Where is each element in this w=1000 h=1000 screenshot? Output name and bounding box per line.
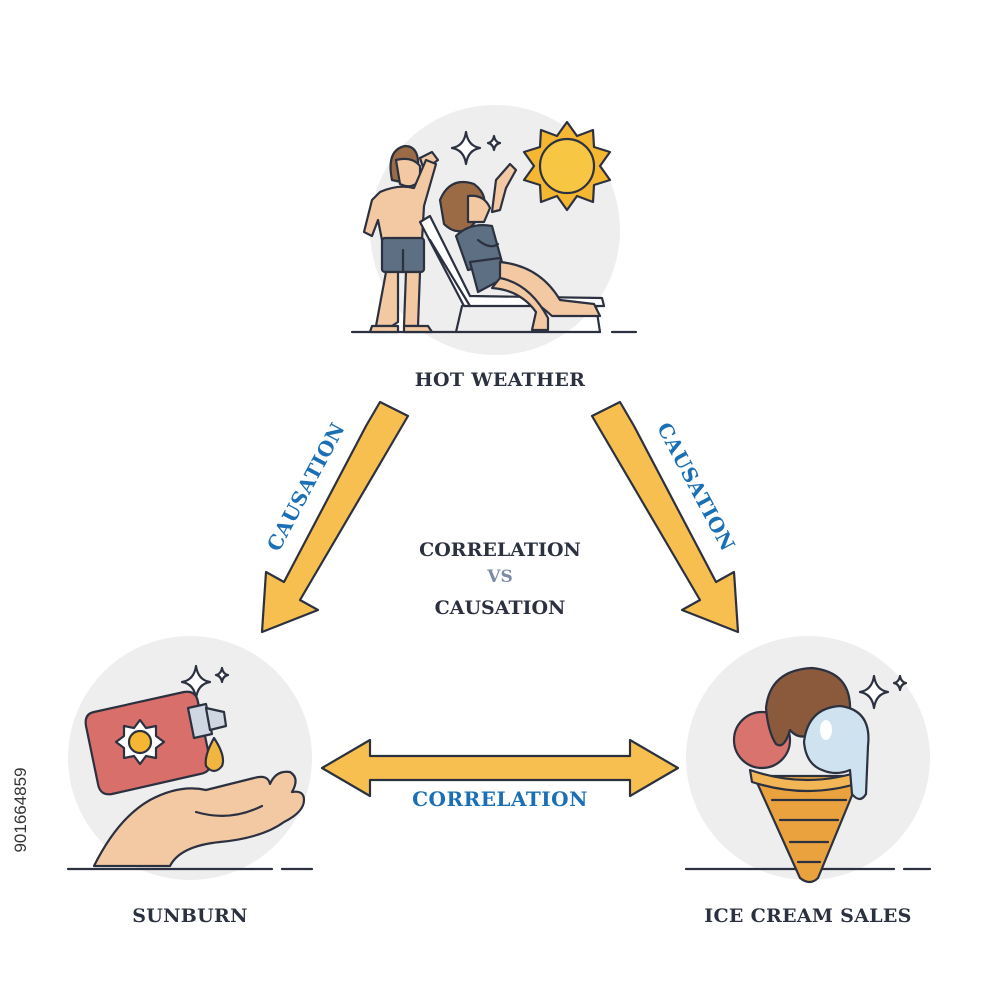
man-figure [362,144,440,334]
sunburn-illustration [66,636,314,880]
deck-chair [418,214,606,334]
correlation-double-arrow [320,738,680,798]
sparkle-icon [858,674,908,710]
stock-id: 901664859 [11,767,30,852]
sun-icon [522,120,612,212]
left-causation-arrow [260,400,410,634]
ice-cream-sales-label: ICE CREAM SALES [704,905,911,927]
right-causation-arrow [590,400,740,634]
sunscreen-bottle [84,690,228,796]
center-title-vs: VS [486,567,512,587]
lotion-drop [204,736,225,773]
hot-weather-label: HOT WEATHER [415,369,585,391]
center-title-line1: CORRELATION [419,539,581,561]
sunburn-label: SUNBURN [132,905,248,927]
center-title-line2: CAUSATION [435,597,566,619]
correlation-label: CORRELATION [412,787,588,811]
woman-figure [438,162,602,332]
hot-weather-illustration [350,105,638,355]
sparkle-icon [450,130,502,166]
open-hand [92,770,306,868]
ice-cream-cone [748,768,866,884]
ice-cream-illustration [684,636,932,884]
